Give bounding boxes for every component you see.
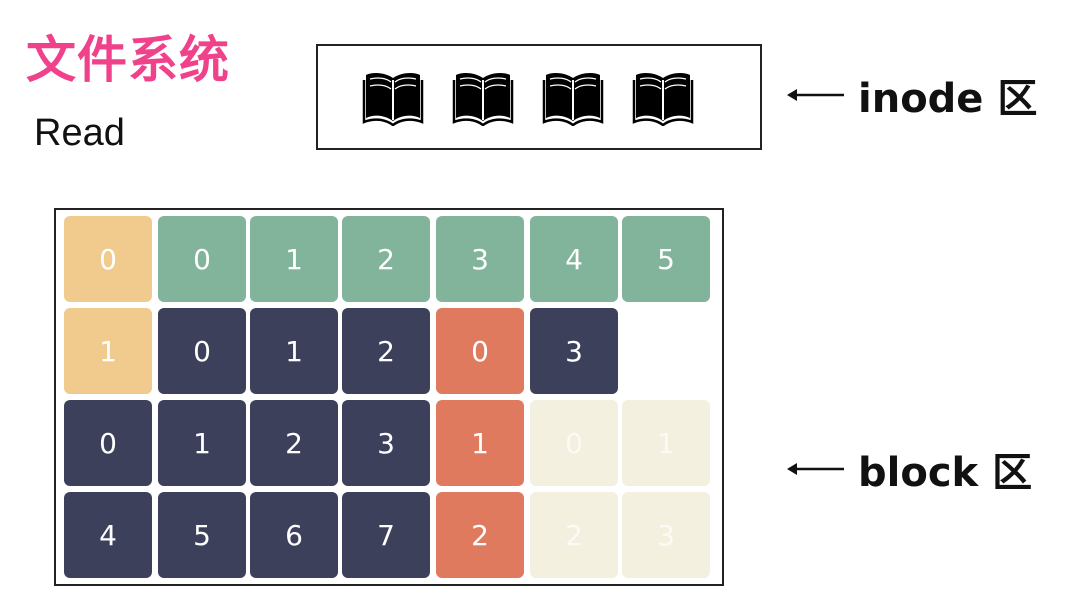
- book-icon: [542, 73, 604, 126]
- arrow-left-icon: [787, 463, 844, 475]
- book-icon: [452, 73, 514, 126]
- book-icon: [362, 73, 424, 126]
- block-cell: 4: [530, 216, 618, 302]
- block-cell: 0: [158, 216, 246, 302]
- inode-area: [316, 44, 762, 150]
- block-label-text: block 区: [858, 450, 1033, 496]
- block-cell: 1: [436, 400, 524, 486]
- arrow-left-icon: [787, 89, 844, 101]
- block-cell: 5: [158, 492, 246, 578]
- block-cell: 3: [436, 216, 524, 302]
- inode-label-text: inode 区: [858, 76, 1038, 122]
- block-cell: 0: [64, 400, 152, 486]
- block-cell: 0: [158, 308, 246, 394]
- block-cell: 4: [64, 492, 152, 578]
- block-cell: 3: [622, 492, 710, 578]
- block-cell: 1: [250, 308, 338, 394]
- block-cell: 1: [250, 216, 338, 302]
- block-cell: 2: [342, 216, 430, 302]
- page-subtitle: Read: [34, 112, 125, 154]
- block-cell: 6: [250, 492, 338, 578]
- page-title: 文件系统: [26, 31, 230, 89]
- block-cell: 0: [530, 400, 618, 486]
- block-cell: 2: [250, 400, 338, 486]
- block-cell: 3: [342, 400, 430, 486]
- block-cell: 5: [622, 216, 710, 302]
- inode-label: inode 区: [786, 66, 1037, 124]
- block-cell: 2: [436, 492, 524, 578]
- block-cell: 0: [436, 308, 524, 394]
- block-cell: 7: [342, 492, 430, 578]
- block-cell: 1: [158, 400, 246, 486]
- block-cell: 1: [64, 308, 152, 394]
- block-cell: 2: [342, 308, 430, 394]
- block-cell: 3: [530, 308, 618, 394]
- block-cell: 0: [64, 216, 152, 302]
- block-cell: 2: [530, 492, 618, 578]
- block-cell: 1: [622, 400, 710, 486]
- block-label: block 区: [786, 440, 1032, 498]
- book-icon: [632, 73, 694, 126]
